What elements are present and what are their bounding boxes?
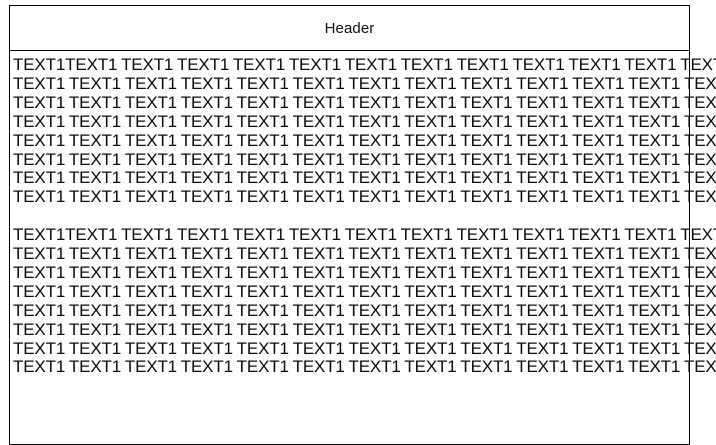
text-line: TEXT1 TEXT1 TEXT1 TEXT1 TEXT1 TEXT1 TEXT… — [13, 262, 716, 282]
text-line: TEXT1 TEXT1 TEXT1 TEXT1 TEXT1 TEXT1 TEXT… — [13, 244, 716, 264]
table-header-row: Header — [10, 6, 689, 51]
page-canvas: Header TEXT1TEXT1 TEXT1 TEXT1 TEXT1 TEXT… — [9, 5, 716, 445]
text-line: TEXT1 TEXT1 TEXT1 TEXT1 TEXT1 TEXT1 TEXT… — [13, 300, 716, 320]
text-line: TEXT1 TEXT1 TEXT1 TEXT1 TEXT1 TEXT1 TEXT… — [13, 130, 716, 150]
text-line: TEXT1TEXT1 TEXT1 TEXT1 TEXT1 TEXT1 TEXT1… — [13, 55, 716, 74]
text-line: TEXT1 TEXT1 TEXT1 TEXT1 TEXT1 TEXT1 TEXT… — [13, 111, 716, 131]
text-line: TEXT1 TEXT1 TEXT1 TEXT1 TEXT1 TEXT1 TEXT… — [13, 73, 716, 93]
text-line: TEXT1 TEXT1 TEXT1 TEXT1 TEXT1 TEXT1 TEXT… — [13, 281, 716, 301]
page-title: Header — [324, 19, 375, 37]
text-line: TEXT1TEXT1 TEXT1 TEXT1 TEXT1 TEXT1 TEXT1… — [13, 225, 716, 245]
text-line: TEXT1 TEXT1 TEXT1 TEXT1 TEXT1 TEXT1 TEXT… — [13, 92, 716, 112]
document-table: Header TEXT1TEXT1 TEXT1 TEXT1 TEXT1 TEXT… — [9, 5, 716, 445]
table-body-region: TEXT1TEXT1 TEXT1 TEXT1 TEXT1 TEXT1 TEXT1… — [10, 51, 716, 444]
text-block-2: TEXT1TEXT1 TEXT1 TEXT1 TEXT1 TEXT1 TEXT1… — [13, 225, 716, 377]
text-line: TEXT1 TEXT1 TEXT1 TEXT1 TEXT1 TEXT1 TEXT… — [13, 168, 716, 188]
text-line: TEXT1 TEXT1 TEXT1 TEXT1 TEXT1 TEXT1 TEXT… — [13, 149, 716, 169]
text-line: TEXT1 TEXT1 TEXT1 TEXT1 TEXT1 TEXT1 TEXT… — [13, 338, 716, 358]
text-line: TEXT1 TEXT1 TEXT1 TEXT1 TEXT1 TEXT1 TEXT… — [13, 187, 716, 207]
text-line: TEXT1 TEXT1 TEXT1 TEXT1 TEXT1 TEXT1 TEXT… — [13, 319, 716, 339]
text-block-1: TEXT1TEXT1 TEXT1 TEXT1 TEXT1 TEXT1 TEXT1… — [13, 55, 716, 207]
text-line: TEXT1 TEXT1 TEXT1 TEXT1 TEXT1 TEXT1 TEXT… — [13, 357, 716, 377]
